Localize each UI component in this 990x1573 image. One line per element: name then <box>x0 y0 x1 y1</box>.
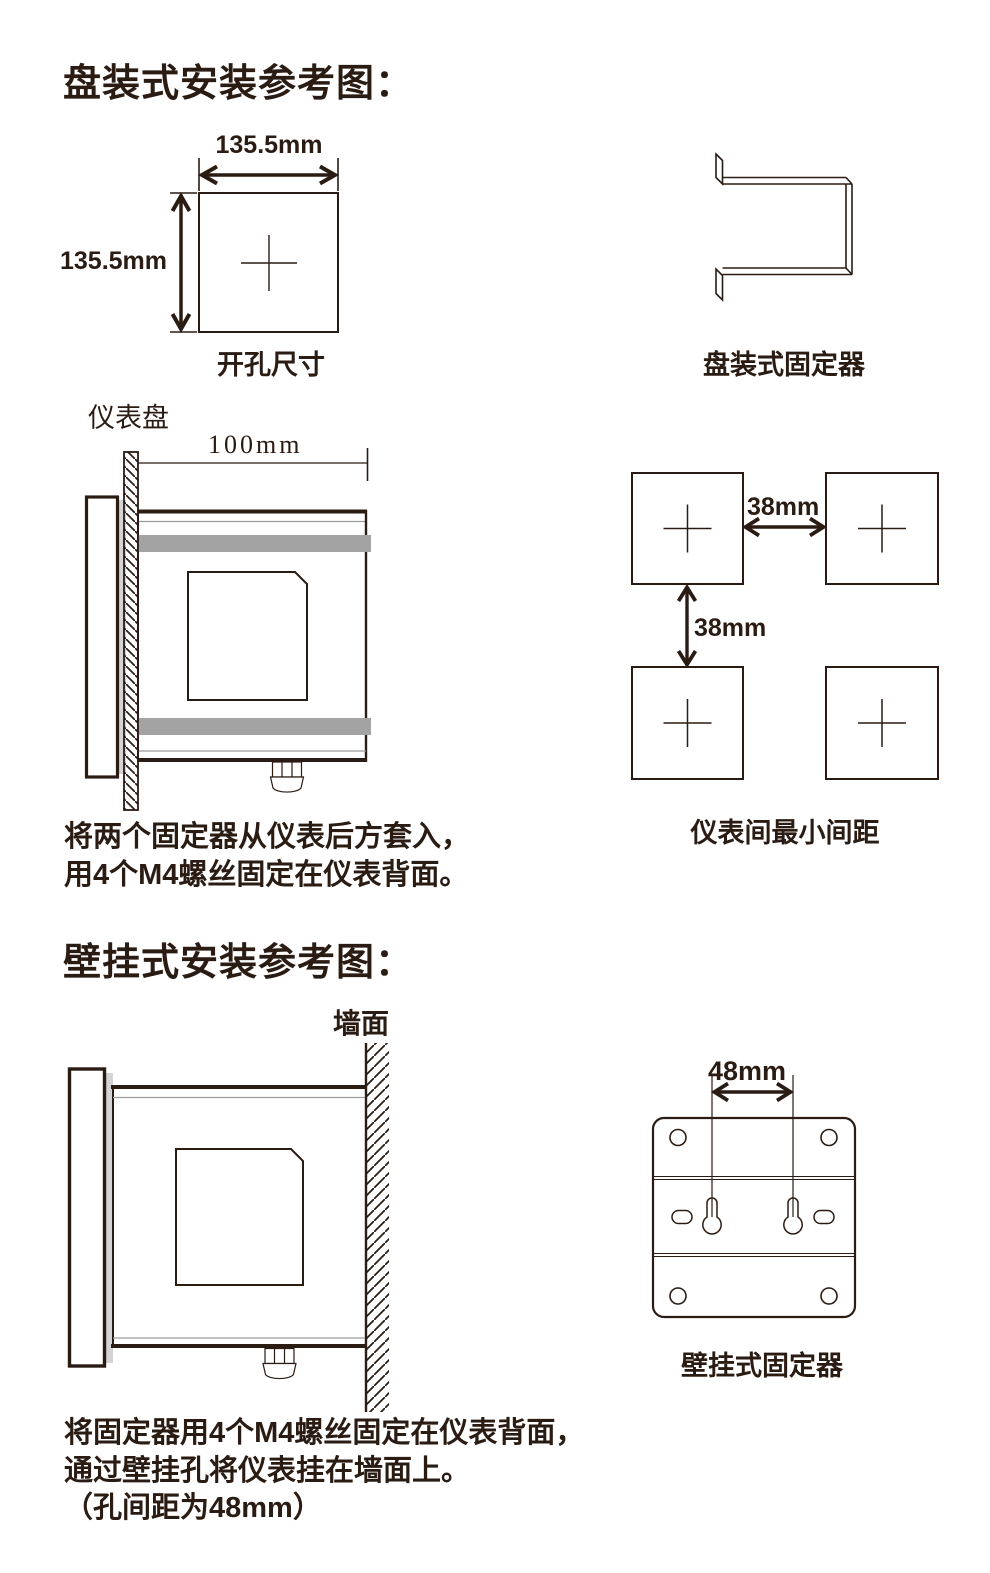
panel-note-line1: 将两个固定器从仪表后方套入， <box>64 821 471 853</box>
gap-vertical-label: 38mm <box>694 614 767 642</box>
cutout-caption: 开孔尺寸 <box>217 350 325 380</box>
wall-note-line3: （孔间距为48mm） <box>64 1492 322 1524</box>
wall-section-title: 壁挂式安装参考图： <box>63 942 415 984</box>
wall-side-view <box>67 1043 389 1412</box>
spacing-caption: 仪表间最小间距 <box>690 818 880 848</box>
wall-bracket-drawing <box>651 1075 857 1319</box>
wall-note-line1: 将固定器用4个M4螺丝固定在仪表背面， <box>64 1417 585 1449</box>
instrument-panel-label: 仪表盘 <box>88 403 169 433</box>
cutout-height-label: 135.5mm <box>60 247 168 275</box>
panel-note-line2: 用4个M4螺丝固定在仪表背面。 <box>64 859 469 891</box>
gap-horizontal-label: 38mm <box>747 493 820 521</box>
wall-bracket-caption: 壁挂式固定器 <box>681 1351 843 1381</box>
wall-surface-label: 墙面 <box>333 1008 390 1039</box>
panel-side-view <box>84 448 371 811</box>
cutout-width-label: 135.5mm <box>215 131 323 159</box>
cutout-diagram <box>170 158 340 334</box>
panel-section-title: 盘装式安装参考图： <box>63 63 415 105</box>
depth-dimension-label: 100mm <box>208 430 303 459</box>
wall-note-line2: 通过壁挂孔将仪表挂在墙面上。 <box>64 1455 471 1487</box>
panel-bracket-caption: 盘装式固定器 <box>703 350 865 380</box>
spacing-diagram <box>631 472 939 780</box>
cable-gland <box>269 761 305 793</box>
panel-bracket-drawing <box>715 152 853 302</box>
hole-gap-label: 48mm <box>708 1056 787 1086</box>
